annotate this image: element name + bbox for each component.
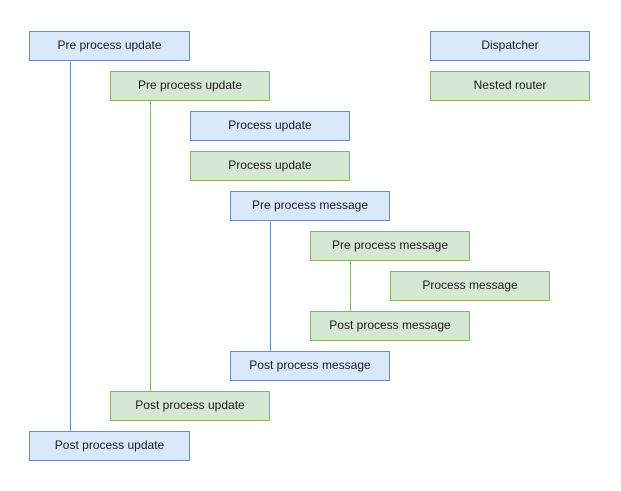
node-label: Post process message <box>249 358 371 373</box>
connector-n1-to-n11 <box>70 61 71 431</box>
node-n7[interactable]: Process message <box>390 271 550 301</box>
connector-n6-to-n8 <box>350 261 351 311</box>
node-label: Process update <box>228 118 312 133</box>
node-label: Pre process message <box>331 238 449 253</box>
node-n6[interactable]: Pre process message <box>310 231 470 261</box>
node-label: Process update <box>228 158 312 173</box>
node-n3[interactable]: Process update <box>190 111 350 141</box>
legend-item-router[interactable]: Nested router <box>430 71 590 101</box>
node-n2[interactable]: Pre process update <box>110 71 270 101</box>
node-n11[interactable]: Post process update <box>29 431 190 461</box>
legend-item-label: Dispatcher <box>481 38 539 53</box>
node-label: Post process update <box>54 438 165 453</box>
node-n9[interactable]: Post process message <box>230 351 390 381</box>
legend-item-dispatcher[interactable]: Dispatcher <box>430 31 590 61</box>
connector-n2-to-n10 <box>150 101 151 391</box>
node-n10[interactable]: Post process update <box>110 391 270 421</box>
node-label: Process message <box>422 278 518 293</box>
node-n1[interactable]: Pre process update <box>29 31 190 61</box>
node-n8[interactable]: Post process message <box>310 311 470 341</box>
node-label: Pre process update <box>57 38 162 53</box>
node-label: Post process message <box>329 318 451 333</box>
node-n5[interactable]: Pre process message <box>230 191 390 221</box>
legend-item-label: Nested router <box>473 78 547 93</box>
node-label: Pre process message <box>251 198 369 213</box>
node-label: Post process update <box>135 398 245 413</box>
connector-n5-to-n9 <box>270 221 271 351</box>
node-label: Pre process update <box>137 78 243 93</box>
node-n4[interactable]: Process update <box>190 151 350 181</box>
